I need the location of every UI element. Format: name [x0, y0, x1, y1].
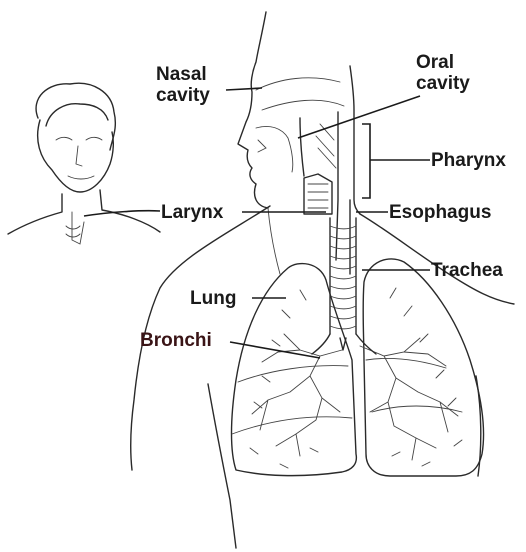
label-lung: Lung	[190, 288, 236, 309]
leader-oral-cavity	[298, 96, 420, 138]
leader-bronchi	[230, 342, 320, 358]
label-oral-cavity-line2: cavity	[416, 73, 470, 94]
leader-lines	[84, 88, 430, 358]
left-lung-illustration	[232, 264, 357, 476]
label-larynx: Larynx	[161, 202, 223, 223]
label-nasal-cavity: Nasal cavity	[156, 64, 210, 106]
head-profile	[238, 12, 360, 274]
label-nasal-cavity-line1: Nasal	[156, 64, 210, 85]
face-inset	[8, 83, 160, 244]
label-pharynx: Pharynx	[431, 150, 506, 171]
label-esophagus: Esophagus	[389, 202, 491, 223]
label-oral-cavity: Oral cavity	[416, 52, 470, 94]
trachea-rings	[330, 218, 356, 334]
label-bronchi: Bronchi	[140, 330, 212, 351]
airway-column	[300, 112, 350, 274]
right-lung-illustration	[360, 259, 484, 476]
label-nasal-cavity-line2: cavity	[156, 85, 210, 106]
label-trachea: Trachea	[431, 260, 503, 281]
label-oral-cavity-line1: Oral	[416, 52, 470, 73]
bracket-pharynx	[362, 124, 370, 198]
torso-outline	[131, 206, 514, 548]
